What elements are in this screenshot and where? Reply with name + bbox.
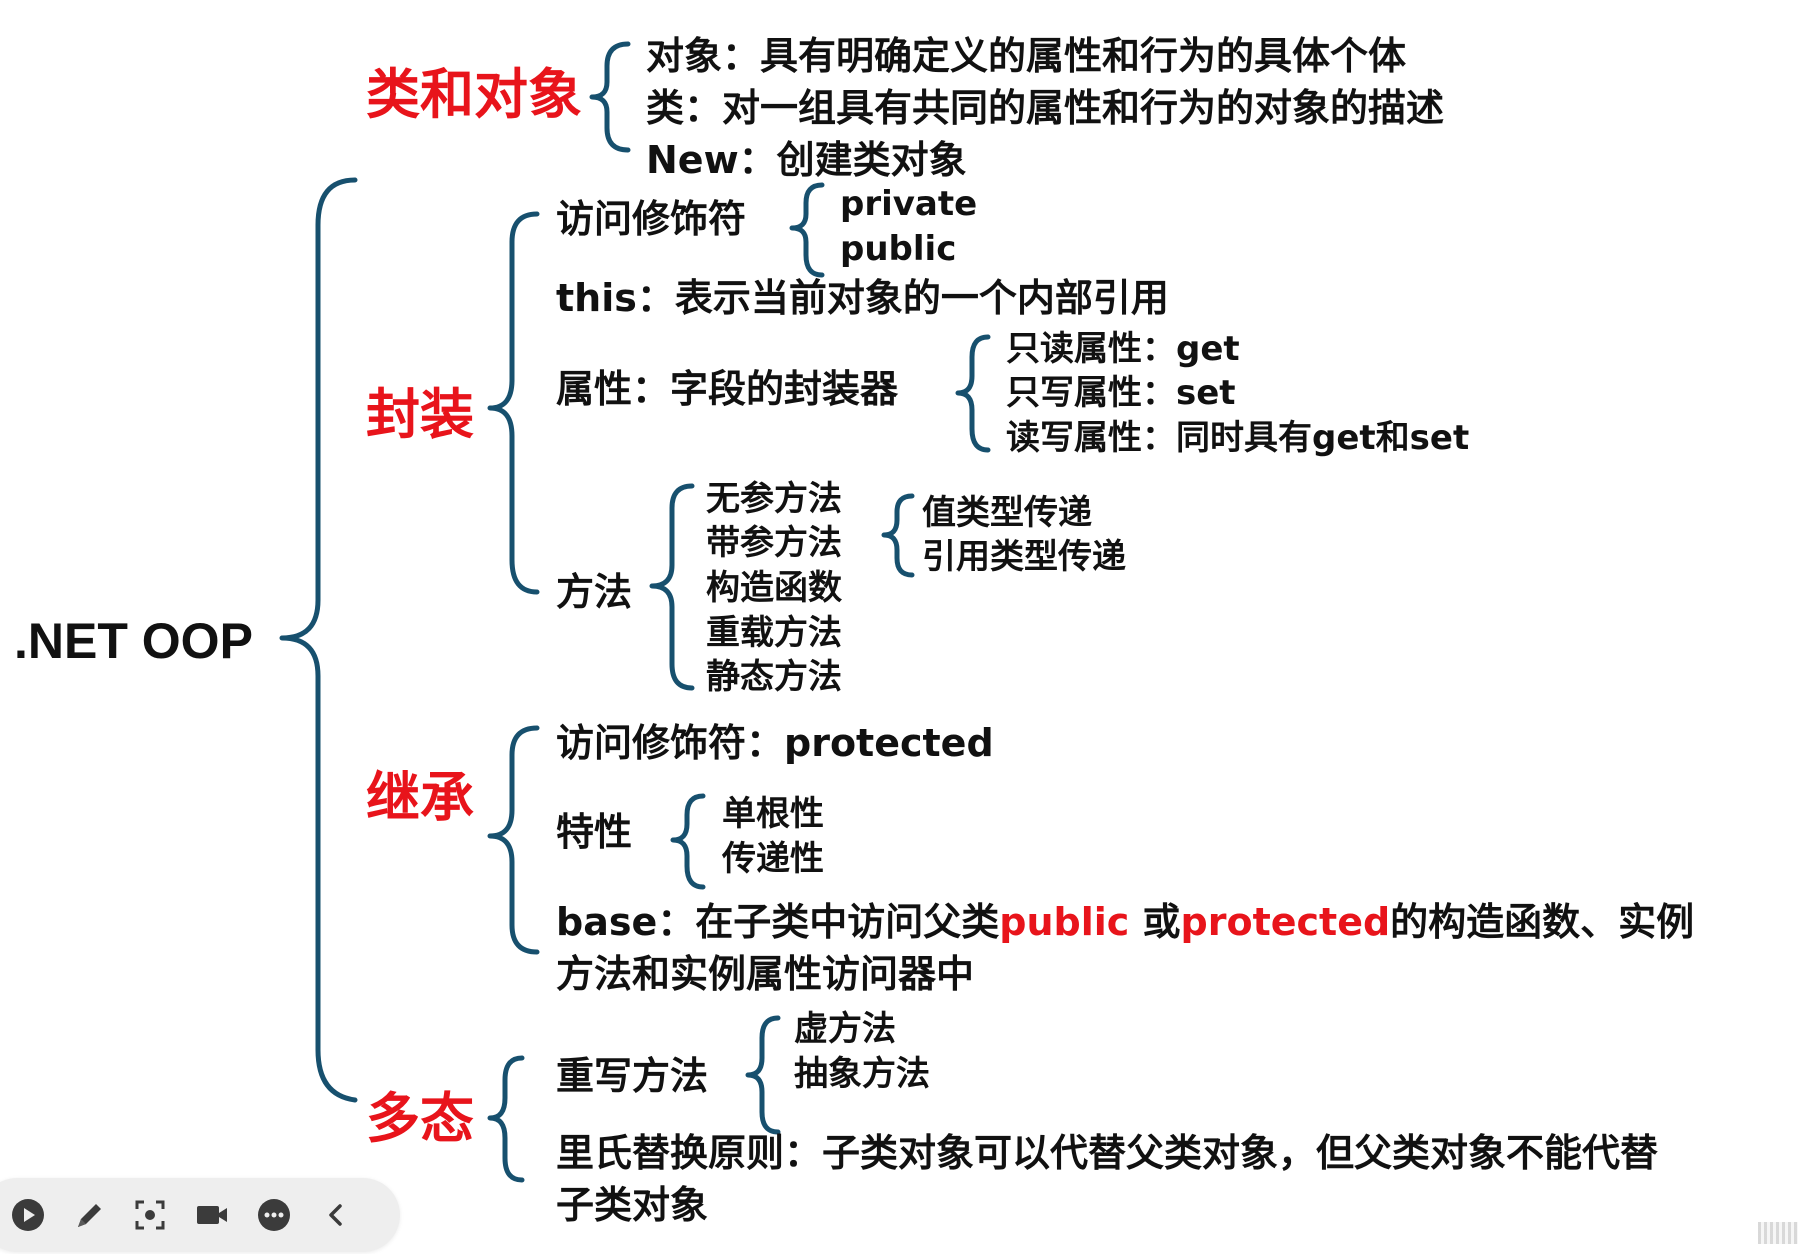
- method-kind-overload: 重载方法: [706, 613, 842, 653]
- class-object-item-new: New：创建类对象: [646, 138, 967, 182]
- polymorphism-brace: [487, 1055, 525, 1183]
- base-mid: 或: [1129, 900, 1181, 944]
- property-brace: [955, 334, 991, 453]
- base-description-line2: 方法和实例属性访问器中: [556, 952, 975, 996]
- base-prefix: base：在子类中访问父类: [556, 900, 1000, 944]
- play-button[interactable]: [8, 1195, 48, 1235]
- trait-single-root: 单根性: [722, 794, 824, 834]
- class-object-brace: [589, 41, 631, 153]
- class-object-item-class: 类：对一组具有共同的属性和行为的对象的描述: [646, 86, 1445, 130]
- this-description: this：表示当前对象的一个内部引用: [556, 276, 1169, 320]
- param-passing-reference: 引用类型传递: [922, 537, 1126, 577]
- base-keyword-public: public: [999, 900, 1130, 944]
- lsp-line1: 里氏替换原则：子类对象可以代替父类对象，但父类对象不能代替: [556, 1131, 1659, 1175]
- lsp-line2: 子类对象: [556, 1183, 709, 1227]
- base-suffix: 的构造函数、实例: [1390, 900, 1695, 944]
- traits-brace: [670, 793, 706, 890]
- screenshot-button[interactable]: [130, 1195, 170, 1235]
- video-icon: [197, 1206, 227, 1224]
- method-kind-with-param: 带参方法: [706, 523, 842, 563]
- encapsulation-brace: [487, 211, 540, 595]
- category-inheritance: 继承: [366, 766, 474, 829]
- root-brace: [279, 177, 358, 1103]
- pen-icon: [78, 1204, 101, 1227]
- category-encapsulation: 封装: [366, 383, 474, 446]
- presentation-toolbar: [0, 1178, 400, 1252]
- method-kind-static: 静态方法: [706, 657, 842, 697]
- root-topic: .NET OOP: [14, 613, 253, 669]
- screenshot-icon: [135, 1200, 165, 1230]
- video-button[interactable]: [192, 1195, 232, 1235]
- method-label: 方法: [556, 570, 633, 614]
- category-class-object: 类和对象: [366, 63, 582, 126]
- access-modifier-public: public: [840, 229, 957, 269]
- property-readwrite: 读写属性：同时具有get和set: [1006, 418, 1470, 458]
- override-abstract: 抽象方法: [794, 1054, 930, 1094]
- inheritance-brace: [487, 725, 540, 955]
- override-virtual: 虚方法: [794, 1009, 896, 1049]
- property-writeonly: 只写属性：set: [1006, 373, 1236, 413]
- access-modifier-label: 访问修饰符: [556, 197, 747, 241]
- category-polymorphism: 多态: [366, 1087, 474, 1150]
- method-brace: [649, 483, 695, 691]
- method-kind-no-param: 无参方法: [706, 479, 842, 519]
- trait-transitive: 传递性: [722, 839, 824, 879]
- property-label: 属性：字段的封装器: [556, 367, 899, 411]
- inheritance-access-modifier: 访问修饰符：protected: [556, 721, 994, 765]
- param-passing-value: 值类型传递: [922, 493, 1092, 533]
- pen-button[interactable]: [70, 1195, 110, 1235]
- param-passing-brace: [881, 493, 915, 578]
- traits-label: 特性: [556, 810, 633, 854]
- override-label: 重写方法: [556, 1054, 709, 1098]
- access-modifier-private: private: [840, 184, 978, 224]
- play-icon: [12, 1199, 44, 1231]
- access-modifier-brace: [789, 182, 825, 278]
- collapse-toolbar-button[interactable]: [316, 1195, 356, 1235]
- base-keyword-protected: protected: [1180, 900, 1391, 944]
- more-button[interactable]: [254, 1195, 294, 1235]
- property-readonly: 只读属性：get: [1006, 329, 1240, 369]
- more-icon: [258, 1199, 290, 1231]
- method-kind-constructor: 构造函数: [706, 568, 842, 608]
- override-brace: [745, 1015, 781, 1135]
- chevron-left-icon: [329, 1204, 342, 1226]
- base-description: base：在子类中访问父类public 或protected的构造函数、实例: [556, 903, 1694, 941]
- page-indicator: [1758, 1222, 1798, 1244]
- class-object-item-object: 对象：具有明确定义的属性和行为的具体个体: [646, 34, 1407, 78]
